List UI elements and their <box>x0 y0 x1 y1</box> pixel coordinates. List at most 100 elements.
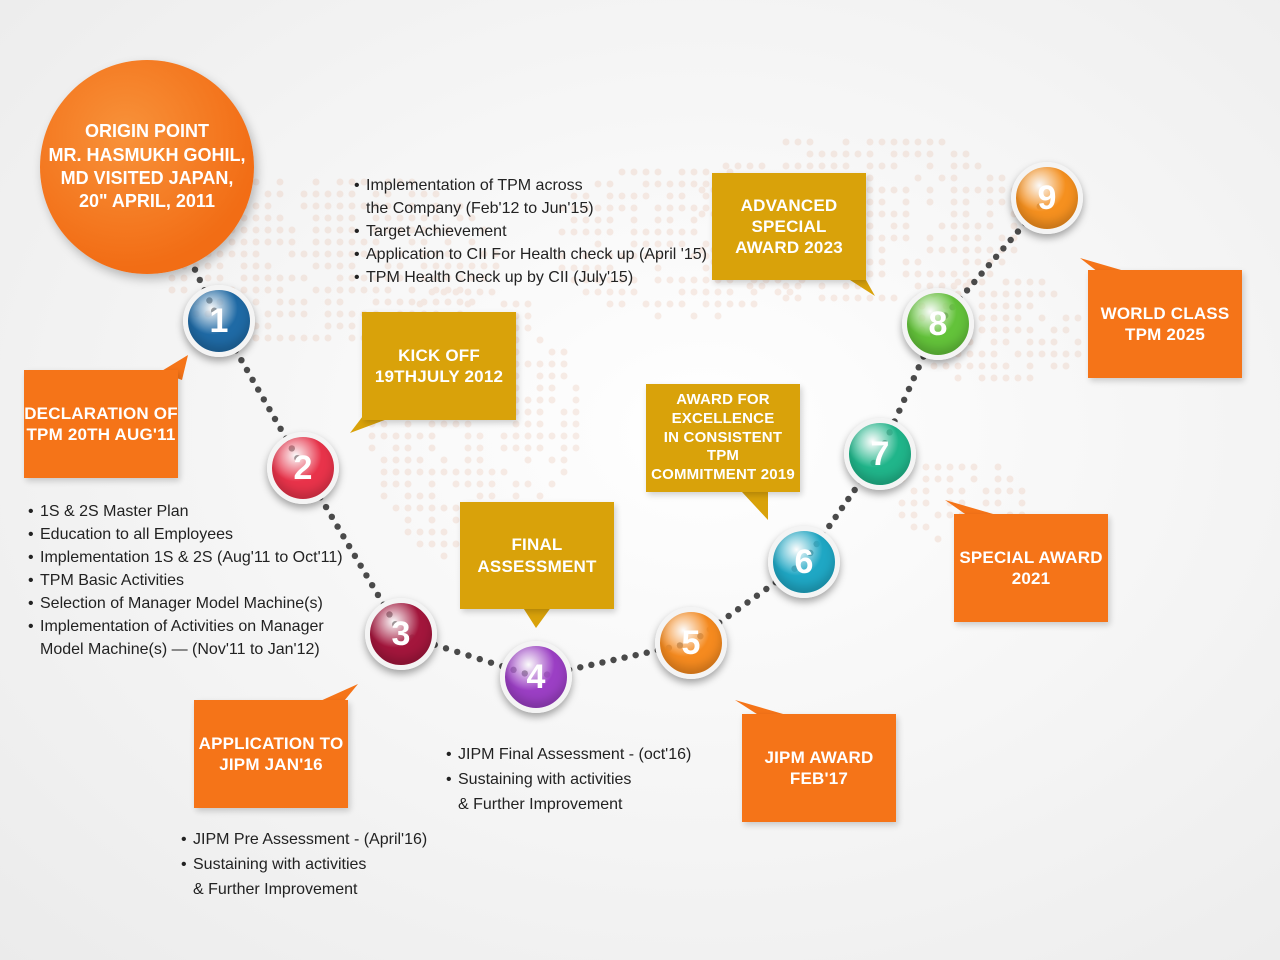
map-dot <box>336 322 344 330</box>
path-dot <box>896 407 903 414</box>
map-dot <box>990 338 998 346</box>
map-dot <box>276 226 284 234</box>
path-dot <box>191 266 199 273</box>
map-dot <box>500 300 508 308</box>
map-dot <box>572 384 580 392</box>
path-dot <box>610 656 617 664</box>
map-dot <box>758 282 766 290</box>
map-dot <box>878 294 886 302</box>
map-dot <box>922 475 930 483</box>
map-dot <box>830 150 838 158</box>
map-dot <box>1062 350 1070 358</box>
path-dot <box>643 649 650 656</box>
map-dot <box>974 222 982 230</box>
map-dot <box>288 298 296 306</box>
map-dot <box>842 294 850 302</box>
map-dot <box>950 282 958 290</box>
map-dot <box>994 463 1002 471</box>
map-dot <box>392 468 400 476</box>
map-dot <box>842 138 850 146</box>
map-dot <box>252 298 260 306</box>
map-dot <box>978 362 986 370</box>
map-dot <box>1002 302 1010 310</box>
map-dot <box>950 246 958 254</box>
map-dot <box>954 278 962 286</box>
map-dot <box>666 300 674 308</box>
map-dot <box>404 516 412 524</box>
map-dot <box>560 432 568 440</box>
map-dot <box>312 262 320 270</box>
path-dot <box>621 654 628 661</box>
map-dot <box>890 234 898 242</box>
map-dot <box>548 360 556 368</box>
map-dot <box>782 162 790 170</box>
map-dot <box>524 420 532 428</box>
map-dot <box>690 288 698 296</box>
map-dot <box>966 362 974 370</box>
map-dot <box>384 298 392 306</box>
map-dot <box>240 274 248 282</box>
map-dot <box>440 540 448 548</box>
map-dot <box>1014 326 1022 334</box>
map-dot <box>312 226 320 234</box>
map-dot <box>990 326 998 334</box>
path-dot <box>260 396 267 403</box>
list-item: Sustaining with activities & Further Imp… <box>181 852 427 902</box>
path-dot <box>851 486 858 494</box>
map-dot <box>978 374 986 382</box>
map-dot <box>536 372 544 380</box>
map-dot <box>476 456 484 464</box>
map-dot <box>252 274 260 282</box>
map-dot <box>336 262 344 270</box>
map-dot <box>938 282 946 290</box>
map-dot <box>264 334 272 342</box>
map-dot <box>428 288 436 296</box>
list-item: Implementation 1S & 2S (Aug'11 to Oct'11… <box>28 546 343 569</box>
map-dot <box>300 250 308 258</box>
map-dot <box>288 310 296 318</box>
map-dot <box>962 222 970 230</box>
map-dot <box>300 310 308 318</box>
path-dot <box>442 645 450 652</box>
path-dot <box>838 504 846 512</box>
world-class-callout: WORLD CLASS TPM 2025 <box>1088 270 1242 378</box>
map-dot <box>572 396 580 404</box>
map-dot <box>954 362 962 370</box>
milestone-node-3: 3 <box>365 598 437 670</box>
path-dot <box>266 406 273 413</box>
map-dot <box>970 463 978 471</box>
map-dot <box>560 348 568 356</box>
map-dot <box>878 162 886 170</box>
map-dot <box>1002 278 1010 286</box>
map-dot <box>404 444 412 452</box>
map-dot <box>476 480 484 488</box>
map-dot <box>276 238 284 246</box>
list-item: Target Achievement <box>354 220 707 243</box>
map-dot <box>934 475 942 483</box>
map-dot <box>548 396 556 404</box>
path-dot <box>368 581 376 589</box>
map-dot <box>416 432 424 440</box>
map-dot <box>818 294 826 302</box>
map-dot <box>476 492 484 500</box>
map-dot <box>994 487 1002 495</box>
map-dot <box>750 288 758 296</box>
map-dot <box>910 487 918 495</box>
map-dot <box>1062 362 1070 370</box>
map-dot <box>714 300 722 308</box>
map-dot <box>786 288 794 296</box>
map-dot <box>440 456 448 464</box>
path-dot <box>725 612 732 620</box>
map-dot <box>950 150 958 158</box>
map-dot <box>1026 350 1034 358</box>
map-dot <box>866 150 874 158</box>
map-dot <box>922 463 930 471</box>
map-dot <box>910 523 918 531</box>
map-dot <box>866 234 874 242</box>
map-dot <box>440 288 448 296</box>
map-dot <box>998 234 1006 242</box>
map-dot <box>866 138 874 146</box>
map-dot <box>974 246 982 254</box>
step1-activities-list: 1S & 2S Master Plan Education to all Emp… <box>28 500 343 661</box>
path-dot <box>345 542 353 550</box>
